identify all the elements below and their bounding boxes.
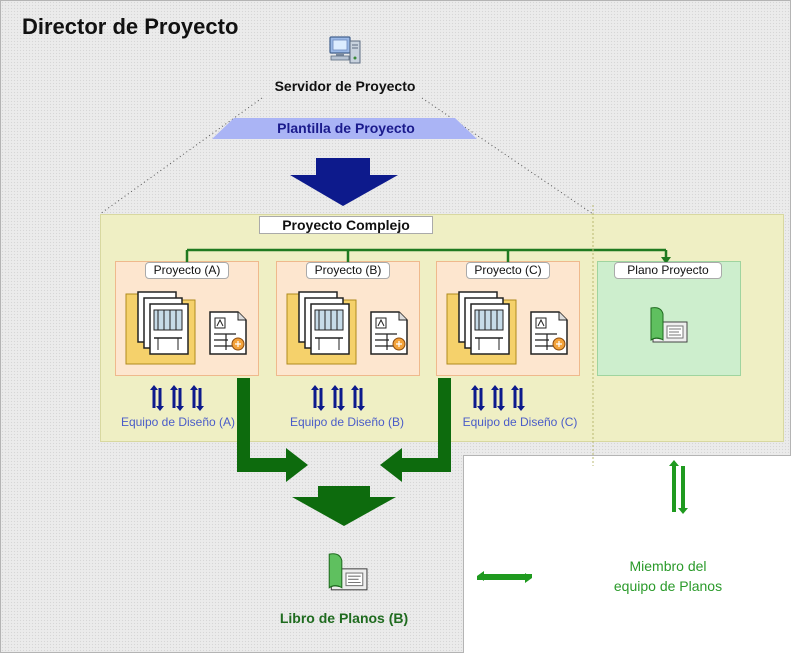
- member-label-line2: equipo de Planos: [613, 578, 723, 594]
- drawing-sheet-icon: [370, 311, 408, 355]
- plano-project-label: Plano Proyecto: [614, 262, 722, 279]
- member-sync-vertical: [669, 460, 688, 514]
- member-label-line1: Miembro del: [629, 558, 707, 574]
- drawing-sheet-icon: [209, 311, 247, 355]
- team-a-arrows: [150, 385, 204, 411]
- project-b-label: Proyecto (B): [306, 262, 390, 279]
- server-computer-icon: [329, 36, 361, 64]
- template-band: [212, 118, 477, 139]
- sheet-book-icon: [650, 307, 688, 343]
- sheet-book-label: Libro de Planos (B): [279, 610, 409, 626]
- book-down-arrow: [292, 486, 396, 526]
- complex-project-label: Proyecto Complejo: [259, 216, 433, 234]
- plano-project-box: [597, 261, 741, 376]
- team-c-label: Equipo de Diseño (C): [462, 415, 578, 429]
- team-b-arrows: [311, 385, 365, 411]
- project-c-label: Proyecto (C): [466, 262, 550, 279]
- plans-team-member-label: Miembro del equipo de Planos: [588, 556, 748, 596]
- sheet-book-icon: [328, 553, 368, 591]
- drawing-sheet-icon: [530, 311, 568, 355]
- project-folder-icon: [286, 291, 357, 365]
- member-sync-horizontal: [477, 571, 532, 583]
- template-label: Plantilla de Proyecto: [277, 120, 415, 136]
- bus-arrowhead-plano: [661, 257, 671, 264]
- flow-arrow-a: [237, 378, 308, 482]
- template-down-arrow: [290, 158, 398, 206]
- flow-arrow-c: [380, 378, 451, 482]
- plans-team-area: [463, 455, 791, 653]
- server-label: Servidor de Proyecto: [274, 78, 416, 94]
- funnel-line-right: [421, 97, 594, 215]
- page-title: Director de Proyecto: [22, 14, 239, 39]
- project-a-label: Proyecto (A): [145, 262, 229, 279]
- team-c-arrows: [471, 385, 525, 411]
- project-folder-icon: [125, 291, 196, 365]
- team-b-label: Equipo de Diseño (B): [289, 415, 405, 429]
- team-a-label: Equipo de Diseño (A): [120, 415, 236, 429]
- project-folder-icon: [446, 291, 517, 365]
